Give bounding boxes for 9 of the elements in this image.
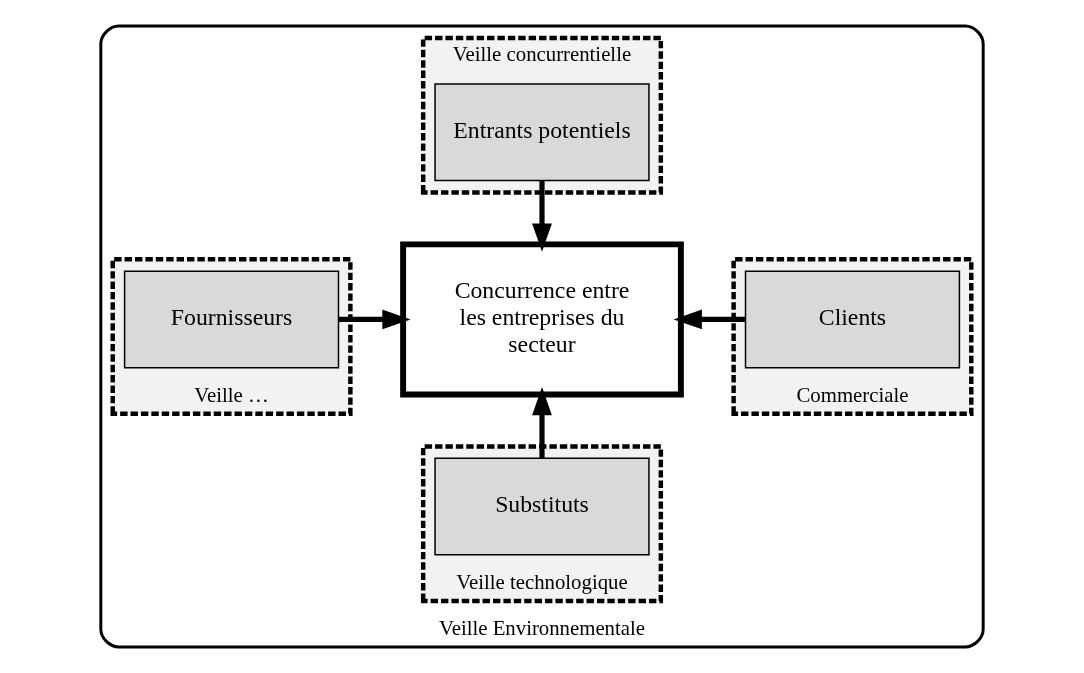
arrow	[338, 309, 411, 330]
arrow	[673, 309, 745, 330]
node-box: Entrants potentiels	[434, 83, 650, 182]
node-box: Concurrence entre les entreprises du secteur	[400, 241, 684, 398]
node-box: Substituts	[434, 457, 650, 556]
node-box: Fournisseurs	[123, 270, 340, 369]
arrow	[532, 386, 552, 459]
node-box: Clients	[744, 270, 961, 369]
arrow	[532, 180, 552, 252]
